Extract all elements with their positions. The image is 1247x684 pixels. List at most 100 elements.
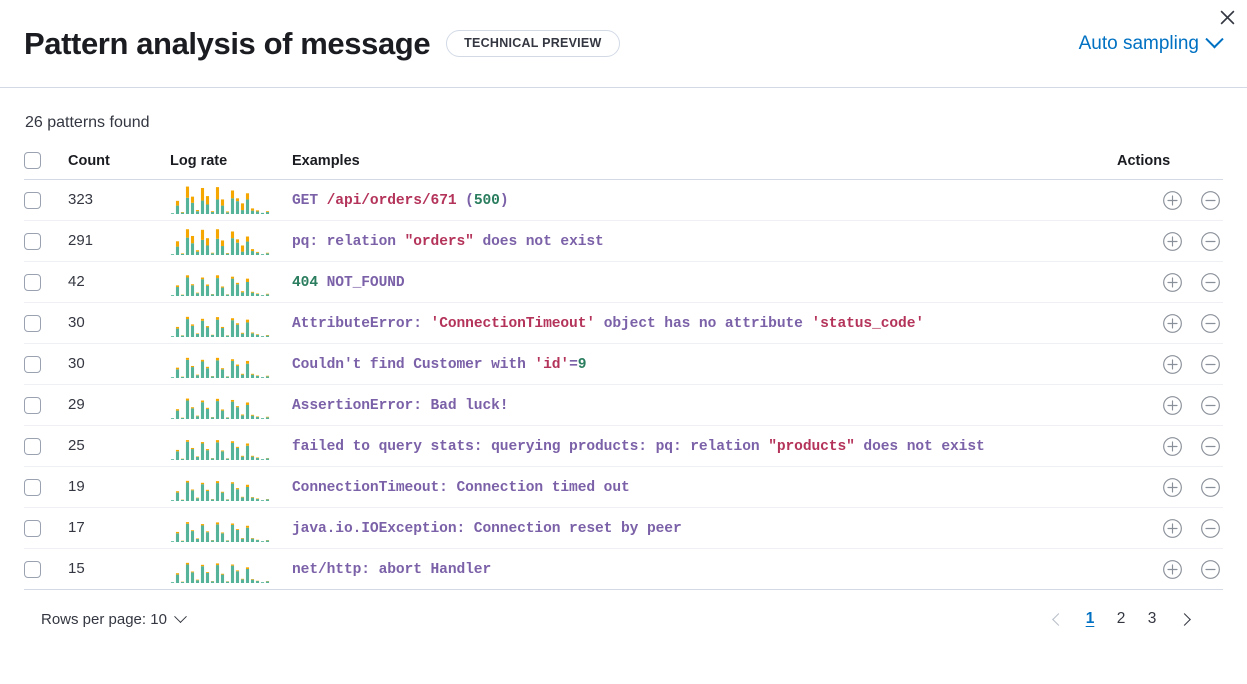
row-actions-cell — [1117, 384, 1223, 426]
row-log-rate-cell — [170, 507, 292, 549]
log-rate-sparkline — [170, 480, 270, 501]
filter-for-value-button[interactable] — [1161, 353, 1183, 375]
row-checkbox[interactable] — [24, 560, 41, 578]
filter-for-value-button[interactable] — [1161, 312, 1183, 334]
close-button[interactable] — [1213, 3, 1241, 31]
row-log-rate-cell — [170, 302, 292, 344]
filter-for-value-button[interactable] — [1161, 517, 1183, 539]
column-header-select — [24, 152, 68, 180]
row-example-text: GET /api/orders/671 (500) — [292, 193, 509, 209]
filter-for-value-button[interactable] — [1161, 230, 1183, 252]
row-checkbox[interactable] — [24, 314, 41, 332]
pagination-next-button[interactable] — [1169, 604, 1199, 634]
example-token: 'ConnectionTimeout' — [430, 316, 596, 332]
column-header-log-rate: Log rate — [170, 152, 292, 180]
row-count-cell: 19 — [68, 466, 170, 508]
table-row[interactable]: 30 Couldn't find Customer with 'id'=9 — [24, 343, 1223, 385]
row-checkbox[interactable] — [24, 232, 41, 250]
row-select-cell — [24, 220, 68, 262]
filter-out-value-button[interactable] — [1199, 353, 1221, 375]
row-checkbox[interactable] — [24, 437, 41, 455]
row-checkbox[interactable] — [24, 519, 41, 537]
minus-in-circle-icon — [1200, 395, 1220, 415]
row-select-cell — [24, 302, 68, 344]
pagination-page-3[interactable]: 3 — [1138, 604, 1166, 634]
plus-in-circle-icon — [1162, 313, 1182, 333]
row-log-rate-cell — [170, 261, 292, 303]
row-count-cell: 30 — [68, 343, 170, 385]
example-token: does not exist — [473, 234, 604, 250]
table-row[interactable]: 19 ConnectionTimeout: Connection timed ou… — [24, 466, 1223, 508]
patterns-found-count: 26 patterns found — [25, 114, 150, 131]
row-checkbox[interactable] — [24, 396, 41, 414]
row-actions-cell — [1117, 261, 1223, 303]
filter-out-value-button[interactable] — [1199, 230, 1221, 252]
example-token: ConnectionTimeout: Connection timed out — [292, 480, 630, 496]
chevron-down-icon — [174, 609, 187, 623]
example-token: GET — [292, 193, 327, 209]
filter-out-value-button[interactable] — [1199, 394, 1221, 416]
row-checkbox[interactable] — [24, 273, 41, 291]
minus-in-circle-icon — [1200, 272, 1220, 292]
example-token: AttributeError: — [292, 316, 431, 332]
row-checkbox[interactable] — [24, 355, 41, 373]
rows-per-page-button[interactable]: Rows per page: 10 — [35, 607, 191, 632]
minus-in-circle-icon — [1200, 436, 1220, 456]
example-token: 404 — [292, 275, 318, 291]
filter-out-value-button[interactable] — [1199, 517, 1221, 539]
filter-for-value-button[interactable] — [1161, 271, 1183, 293]
filter-out-value-button[interactable] — [1199, 189, 1221, 211]
chevron-down-icon — [1205, 30, 1224, 49]
header-right-group: Auto sampling — [1077, 29, 1224, 59]
filter-for-value-button[interactable] — [1161, 435, 1183, 457]
row-log-rate-cell — [170, 384, 292, 426]
filter-for-value-button[interactable] — [1161, 558, 1183, 580]
chevron-right-icon — [1177, 612, 1191, 626]
filter-for-value-button[interactable] — [1161, 394, 1183, 416]
filter-out-value-button[interactable] — [1199, 271, 1221, 293]
row-count-value: 29 — [68, 396, 85, 413]
row-log-rate-cell — [170, 179, 292, 221]
pagination-page-2[interactable]: 2 — [1107, 604, 1135, 634]
row-count-cell: 15 — [68, 548, 170, 590]
row-checkbox[interactable] — [24, 478, 41, 496]
filter-out-value-button[interactable] — [1199, 476, 1221, 498]
panel-header: Pattern analysis of message TECHNICAL PR… — [0, 0, 1247, 88]
auto-sampling-button[interactable]: Auto sampling — [1077, 29, 1224, 59]
row-checkbox[interactable] — [24, 191, 41, 209]
row-example-cell: 404 NOT_FOUND — [292, 261, 1117, 303]
pagination-prev-button[interactable] — [1043, 604, 1073, 634]
row-actions-cell — [1117, 425, 1223, 467]
row-actions-cell — [1117, 302, 1223, 344]
row-actions-cell — [1117, 343, 1223, 385]
filter-out-value-button[interactable] — [1199, 312, 1221, 334]
pagination-page-1[interactable]: 1 — [1076, 604, 1104, 634]
row-example-cell: failed to query stats: querying products… — [292, 425, 1117, 467]
select-all-checkbox[interactable] — [24, 152, 41, 169]
example-token: "orders" — [404, 234, 474, 250]
example-token: 'status_code' — [811, 316, 925, 332]
row-example-text: Couldn't find Customer with 'id'=9 — [292, 357, 587, 373]
filter-for-value-button[interactable] — [1161, 476, 1183, 498]
log-rate-sparkline — [170, 440, 270, 460]
row-count-value: 17 — [68, 519, 85, 536]
filter-for-value-button[interactable] — [1161, 189, 1183, 211]
row-log-rate-cell — [170, 425, 292, 467]
row-select-cell — [24, 179, 68, 221]
chevron-left-icon — [1051, 612, 1065, 626]
filter-out-value-button[interactable] — [1199, 435, 1221, 457]
filter-out-value-button[interactable] — [1199, 558, 1221, 580]
rows-per-page-label: Rows per page: 10 — [41, 610, 167, 628]
log-rate-sparkline — [170, 186, 270, 214]
